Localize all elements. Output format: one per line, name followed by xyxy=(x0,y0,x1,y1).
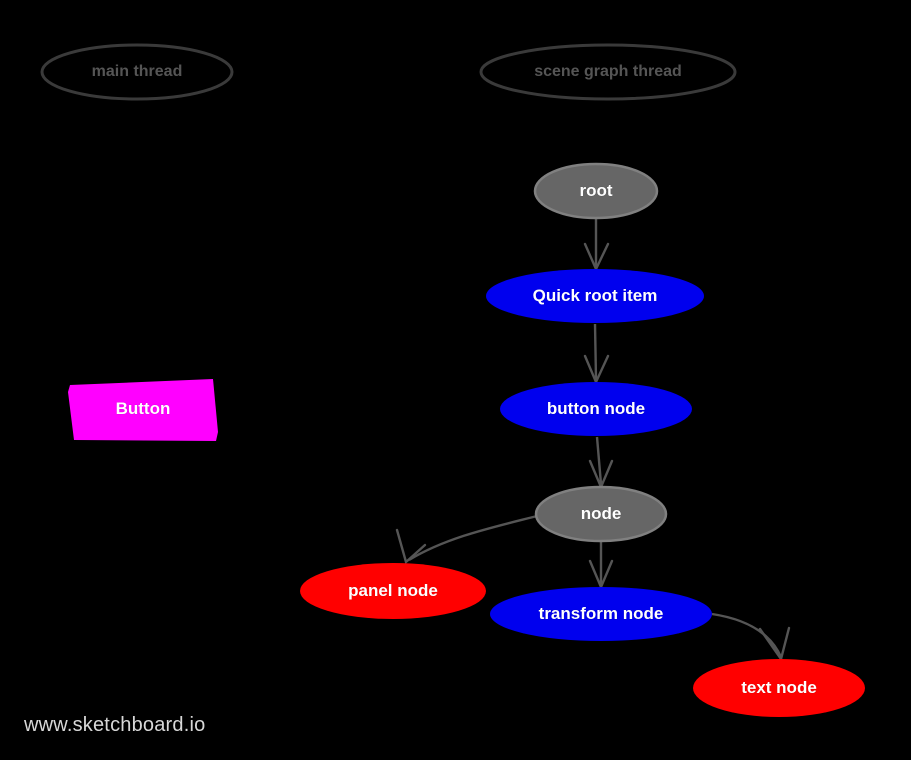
edge-transform-node-to-text-node[interactable] xyxy=(711,612,791,662)
node-shape-quick-root-item[interactable] xyxy=(486,269,704,323)
node-shape-transform-node[interactable] xyxy=(490,587,712,641)
node-shape-button[interactable] xyxy=(68,379,218,441)
node-shape-root[interactable] xyxy=(533,162,659,220)
swimlane-ellipse-main-thread[interactable] xyxy=(40,43,234,101)
node-shape-node[interactable] xyxy=(534,485,668,543)
edge-quick-root-item-to-button-node[interactable] xyxy=(583,323,610,385)
edge-root-to-quick-root-item[interactable] xyxy=(583,219,610,272)
node-shape-button-node[interactable] xyxy=(500,382,692,436)
swimlane-ellipse-scene-graph-thread[interactable] xyxy=(479,43,737,101)
node-shape-text-node[interactable] xyxy=(693,659,865,717)
edge-button-node-to-node[interactable] xyxy=(588,436,614,491)
node-shape-panel-node[interactable] xyxy=(300,563,486,619)
sketchboard-watermark: www.sketchboard.io xyxy=(24,714,206,736)
edge-node-to-panel-node[interactable] xyxy=(395,514,538,565)
edge-node-to-transform-node[interactable] xyxy=(588,541,614,591)
